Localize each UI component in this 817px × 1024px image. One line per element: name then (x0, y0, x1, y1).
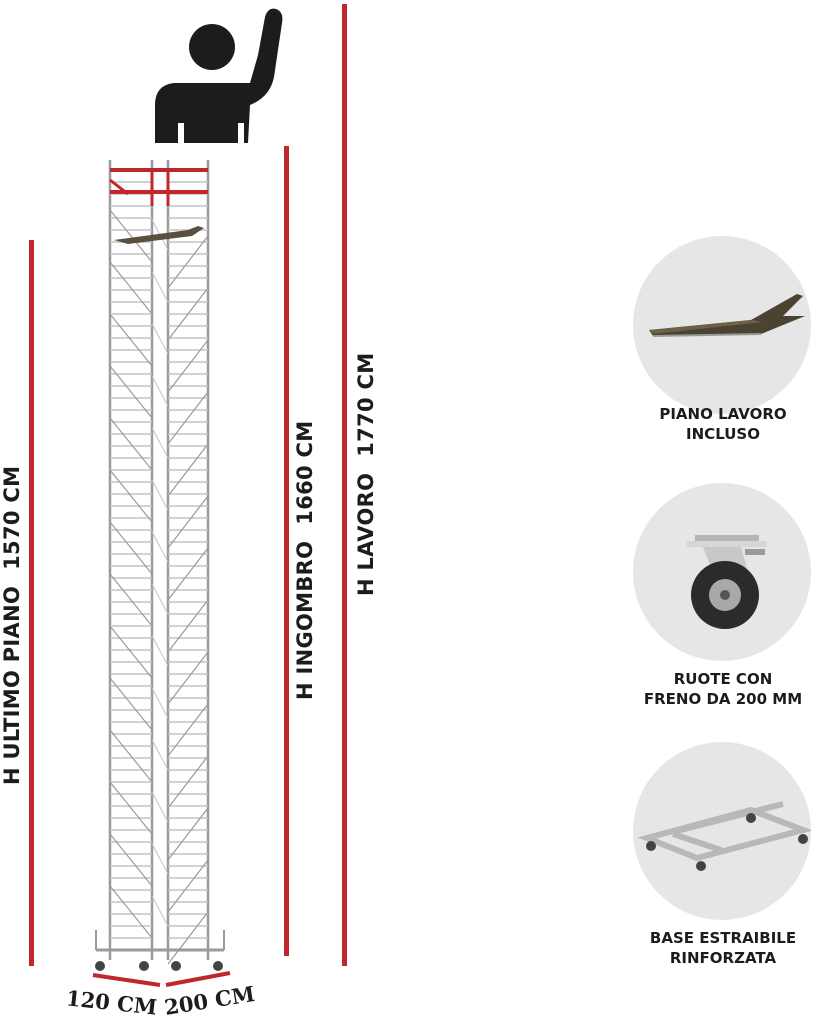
feature-brake-wheel: RUOTE CON FRENO DA 200 MM (628, 483, 817, 713)
ingombro-value: 1660 CM (293, 420, 317, 525)
feature-extendable-base-line1: BASE ESTRAIBILE (649, 929, 797, 947)
feature-work-platform: PIANO LAVORO INCLUSO (628, 236, 817, 446)
ingombro-word: H INGOMBRO (293, 540, 317, 700)
lavoro-value: 1770 CM (354, 352, 378, 457)
feature-extendable-base-line2: RINFORZATA (669, 949, 777, 967)
ingombro-dimension-line (284, 146, 289, 956)
feature-work-platform-line2: INCLUSO (686, 425, 760, 443)
person-icon (155, 8, 283, 143)
ingombro-label: H INGOMBRO 1660 CM (293, 421, 317, 700)
scaffold-tower-diagram (95, 160, 225, 971)
feature-brake-wheel-circle (633, 483, 811, 661)
feature-extendable-base-circle (633, 742, 811, 920)
ultimo-piano-dimension-line (29, 240, 34, 966)
work-platform-icon (649, 294, 805, 337)
ultimo-piano-label: H ULTIMO PIANO 1570 CM (0, 466, 24, 785)
ultimo-piano-value: 1570 CM (0, 465, 24, 570)
feature-brake-wheel-line1: RUOTE CON (673, 670, 773, 688)
feature-extendable-base-text: BASE ESTRAIBILE RINFORZATA (628, 928, 817, 968)
base-dimension-lines (92, 971, 231, 987)
lavoro-word: H LAVORO (354, 472, 378, 596)
feature-work-platform-text: PIANO LAVORO INCLUSO (628, 404, 817, 444)
feature-brake-wheel-text: RUOTE CON FRENO DA 200 MM (628, 669, 817, 709)
brake-wheel-icon (687, 535, 767, 629)
feature-work-platform-line1: PIANO LAVORO (659, 405, 787, 423)
extendable-base-icon (637, 801, 811, 871)
lavoro-dimension-line (342, 4, 347, 966)
ultimo-piano-word: H ULTIMO PIANO (0, 585, 24, 785)
feature-extendable-base: BASE ESTRAIBILE RINFORZATA (628, 742, 817, 972)
feature-work-platform-circle (633, 236, 811, 414)
lavoro-label: H LAVORO 1770 CM (354, 353, 378, 596)
feature-brake-wheel-line2: FRENO DA 200 MM (643, 690, 803, 708)
